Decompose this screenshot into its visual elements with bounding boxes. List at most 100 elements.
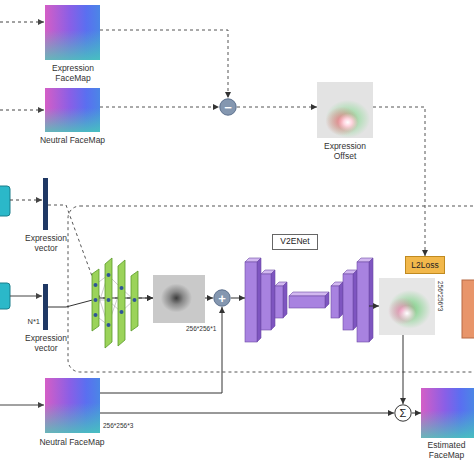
encoder-decoder	[245, 258, 369, 346]
node-label: 256*256*3	[437, 281, 444, 311]
node-label: N*1	[18, 318, 40, 327]
map-image	[317, 82, 373, 138]
operator-outline	[395, 405, 411, 421]
sum-operator: Σ	[394, 404, 412, 422]
connector	[48, 205, 153, 298]
neuron	[94, 298, 98, 302]
map-image	[379, 278, 435, 335]
neuron	[107, 298, 111, 302]
neuron	[107, 323, 111, 327]
node-label: Neutral FaceMap	[35, 136, 110, 146]
vector-bar	[43, 284, 48, 330]
network-block	[245, 258, 261, 342]
node-label: −	[219, 98, 237, 116]
mlp-layer	[118, 260, 125, 346]
map-image	[45, 5, 100, 60]
neuron	[133, 298, 137, 302]
connector	[237, 107, 317, 108]
block-side	[325, 292, 329, 308]
neuron	[107, 273, 111, 277]
network-block	[289, 292, 329, 308]
node-label: Expression vector	[16, 234, 76, 254]
network-title: V2ENet	[272, 234, 318, 250]
block-front	[275, 286, 283, 318]
neuron	[94, 283, 98, 287]
weight-line	[108, 288, 121, 325]
output-block	[462, 280, 474, 338]
vector-node: N*1Expression vector	[16, 284, 76, 358]
node-label: Expression vector	[16, 334, 76, 354]
network-block	[343, 270, 357, 330]
map-image	[153, 275, 205, 323]
weight-line	[108, 300, 121, 312]
block-front	[343, 274, 353, 330]
facemap-node: Expression FaceMap	[40, 4, 106, 88]
weight-line	[95, 315, 108, 325]
block-side	[283, 282, 287, 318]
neuron	[120, 310, 124, 314]
weight-line	[95, 285, 108, 325]
weight-line	[108, 275, 121, 288]
weight-line	[95, 300, 108, 301]
connector	[412, 413, 421, 414]
operator-outline	[220, 99, 236, 115]
input-block	[0, 283, 10, 309]
input-line	[0, 22, 44, 23]
connector	[100, 30, 228, 98]
input-line	[10, 200, 42, 201]
connector	[205, 298, 213, 299]
block-front	[357, 262, 369, 342]
network-block	[357, 258, 373, 342]
map-image	[421, 388, 474, 438]
facemap-node: Neutral FaceMap	[40, 88, 110, 148]
weight-line	[121, 300, 134, 312]
node-label: +	[213, 289, 231, 307]
connector	[100, 107, 219, 108]
vector-node: Expression vector	[16, 178, 76, 260]
node-label: 256*256*3	[103, 422, 148, 429]
mlp-layer	[105, 258, 112, 348]
input-line	[0, 110, 44, 111]
neuron	[94, 313, 98, 317]
input-line	[10, 296, 42, 297]
weight-line	[95, 275, 108, 315]
mlp-weights	[95, 275, 134, 325]
block-side	[271, 270, 275, 330]
node-label: Estimated FaceMap	[419, 441, 474, 461]
network-node: V2ENet	[245, 234, 377, 346]
network-block	[331, 282, 343, 318]
mlp-layer	[131, 271, 138, 331]
operator-outline	[214, 290, 230, 306]
node-label: Expression FaceMap	[40, 64, 106, 84]
network-block	[261, 270, 275, 330]
facemap-node: Estimated FaceMap	[419, 388, 474, 470]
weight-line	[121, 288, 134, 300]
loss-box: L2Loss	[405, 256, 445, 274]
connector	[403, 335, 404, 404]
map-image	[45, 378, 100, 433]
node-label: Σ	[394, 404, 412, 422]
input-block	[0, 186, 10, 216]
block-front	[331, 286, 339, 318]
network-block	[275, 282, 287, 318]
block-side	[353, 270, 357, 330]
output-map-node: 256*256*3	[377, 277, 447, 337]
input-line	[0, 405, 44, 406]
connector	[100, 307, 222, 393]
block-front	[261, 274, 271, 330]
map-image	[45, 88, 100, 132]
vector-bar	[43, 178, 48, 230]
node-label: L2Loss	[406, 257, 444, 273]
facemap-node: 256*256*3Neutral FaceMap	[40, 376, 150, 456]
connector	[369, 306, 379, 307]
mlp-layer	[92, 269, 99, 331]
block-side	[339, 282, 343, 318]
offset-node: Expression Offset	[312, 82, 378, 168]
connector	[100, 413, 394, 414]
block-front	[245, 262, 257, 342]
block-side	[369, 258, 373, 342]
add-operator: +	[213, 289, 231, 307]
mlp-neurons	[94, 273, 137, 327]
neuron	[120, 286, 124, 290]
